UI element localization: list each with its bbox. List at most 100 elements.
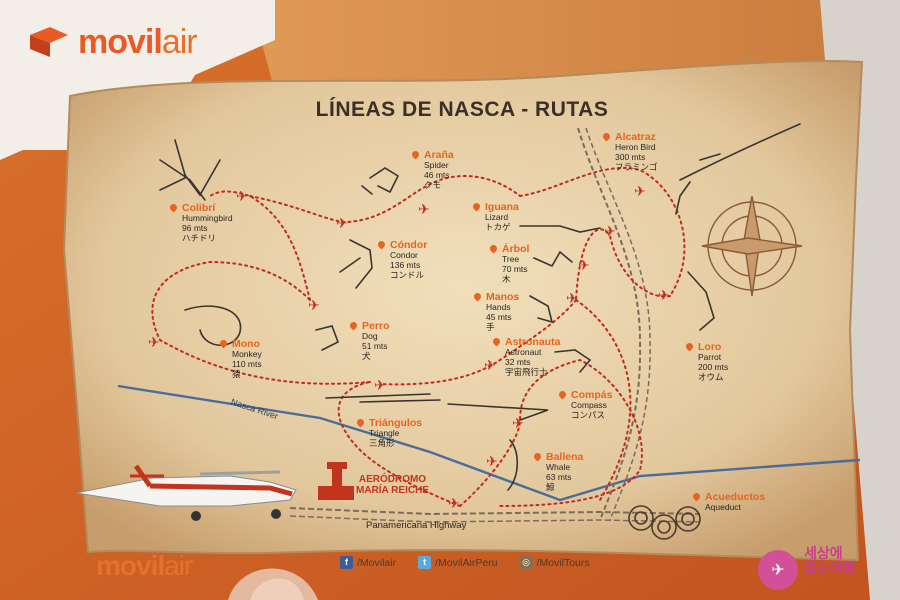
flight-routes	[151, 167, 686, 507]
airport-tower-icon	[318, 462, 354, 500]
figure-size: 200 mts	[698, 361, 729, 372]
figure-english: Monkey	[232, 349, 262, 360]
figure-japanese: ハチドリ	[182, 232, 217, 243]
dashed-road	[577, 127, 642, 521]
figure-english: Aqueduct	[705, 502, 741, 513]
figure-label-compas: Compás Compass コンパス	[571, 389, 612, 421]
facebook-icon: f	[340, 556, 353, 569]
figure-label-perro: Perro Dog 51 mts 犬	[362, 320, 389, 361]
figure-english: Dog	[362, 331, 378, 342]
compass-rose	[701, 195, 803, 297]
twitter-handle: /MovilAirPeru	[435, 556, 498, 569]
figure-japanese: コンドル	[390, 269, 425, 280]
figure-japanese: 手	[486, 321, 495, 332]
twitter-link: t /MovilAirPeru	[418, 556, 498, 569]
figure-name: Colibrí	[182, 202, 216, 214]
nasca-river	[117, 384, 861, 502]
figure-label-manos: Manos Hands 45 mts 手	[486, 291, 519, 332]
figure-label-astronauta: Astronauta Astronaut 32 mts 宇宙飛行士	[505, 336, 560, 377]
facebook-handle: /Movilair	[357, 556, 397, 569]
watermark-line-1: 세상에	[804, 545, 843, 561]
svg-text:✈: ✈	[486, 454, 498, 470]
figure-japanese: 木	[502, 273, 511, 284]
facebook-link: f /Movilair	[340, 556, 396, 569]
figure-label-arana: Araña Spider 46 mts クモ	[424, 149, 454, 190]
figure-name: Mono	[232, 338, 260, 350]
highway-label: Panamericana Highway	[366, 520, 467, 531]
figure-english: Parrot	[698, 352, 722, 363]
airport-line-1: AERÓDROMO	[358, 474, 427, 485]
airport-label: AERÓDROMO MARÍA REICHE	[356, 474, 429, 496]
figure-size: 32 mts	[505, 356, 531, 367]
figure-label-triangulos: Triángulos Triangle 三角形	[369, 417, 422, 449]
figure-name: Ballena	[546, 451, 584, 463]
bottom-brand-light: air	[164, 550, 193, 581]
parchment-map	[62, 59, 864, 562]
figure-english: Compass	[571, 400, 607, 411]
figure-size: 110 mts	[232, 358, 262, 369]
watermark-text: 세상에 없는여행	[804, 546, 856, 575]
figure-name: Astronauta	[505, 336, 561, 348]
svg-text:✈: ✈	[448, 496, 460, 512]
svg-text:✈: ✈	[658, 288, 670, 304]
instagram-link: ◎ /MovilTours	[519, 556, 590, 569]
figure-label-condor: Cóndor Condor 136 mts コンドル	[390, 239, 427, 280]
figure-japanese: 猿	[232, 368, 241, 379]
figure-name: Árbol	[502, 243, 530, 255]
aqueduct-spirals	[628, 505, 701, 540]
svg-text:✈: ✈	[512, 416, 524, 432]
figure-label-acueductos: Acueductos Aqueduct	[705, 491, 765, 513]
brand-header: movilair	[28, 22, 198, 62]
brand-name-light: air	[161, 22, 198, 61]
figure-english: Spider	[424, 160, 449, 171]
figure-name: Iguana	[485, 201, 519, 213]
figure-size: 46 mts	[424, 169, 450, 180]
figure-name: Perro	[362, 320, 390, 332]
figure-label-arbol: Árbol Tree 70 mts 木	[502, 243, 529, 284]
figure-size: 300 mts	[615, 151, 646, 162]
figure-name: Triángulos	[369, 417, 423, 429]
figure-english: Tree	[502, 254, 520, 265]
svg-text:✈: ✈	[604, 224, 616, 240]
figure-japanese: トカゲ	[485, 221, 511, 232]
figure-english: Condor	[390, 250, 418, 261]
figure-label-mono: Mono Monkey 110 mts 猿	[232, 338, 262, 379]
figure-size: 136 mts	[390, 259, 421, 270]
svg-text:✈: ✈	[578, 258, 590, 274]
figure-english: Lizard	[485, 212, 509, 223]
figure-size: 63 mts	[546, 471, 572, 482]
geoglyph-figures	[159, 123, 801, 491]
bottom-brand-bold: movil	[96, 550, 165, 581]
figure-japanese: フラミンゴ	[615, 161, 658, 172]
movilair-logo-icon	[30, 27, 68, 57]
figure-english: Whale	[546, 462, 571, 473]
figure-label-iguana: Iguana Lizard トカゲ	[485, 201, 519, 233]
watermark-line-2: 없는여행	[804, 559, 856, 576]
figure-size: 45 mts	[486, 311, 512, 322]
instagram-icon: ◎	[519, 556, 533, 569]
figure-size: 51 mts	[362, 340, 388, 351]
figure-label-colibri: Colibrí Hummingbird 96 mts ハチドリ	[182, 202, 233, 243]
figure-name: Loro	[698, 341, 722, 353]
airport-line-2: MARÍA REICHE	[356, 485, 429, 496]
figure-name: Araña	[424, 149, 454, 161]
svg-text:✈: ✈	[484, 358, 496, 374]
figure-label-alcatraz: Alcatraz Heron Bird 300 mts フラミンゴ	[615, 131, 658, 172]
svg-text:✈: ✈	[308, 298, 320, 314]
plane-marker: ✈	[236, 189, 248, 205]
svg-text:✈: ✈	[148, 335, 160, 351]
figure-size: 70 mts	[502, 263, 528, 274]
figure-japanese: 宇宙飛行士	[505, 366, 548, 377]
svg-text:✈: ✈	[634, 184, 646, 200]
figure-name: Manos	[486, 291, 520, 303]
bottom-brand: movilair	[96, 550, 193, 582]
svg-text:✈: ✈	[566, 291, 578, 307]
figure-name: Acueductos	[705, 491, 766, 503]
figure-size: 96 mts	[182, 222, 208, 233]
figure-japanese: 三角形	[369, 437, 395, 448]
figure-japanese: 犬	[362, 350, 371, 361]
figure-english: Triangle	[369, 428, 400, 439]
brand-name: movilair	[78, 22, 198, 62]
brand-name-bold: movil	[78, 22, 163, 61]
figure-english: Astronaut	[505, 347, 542, 358]
